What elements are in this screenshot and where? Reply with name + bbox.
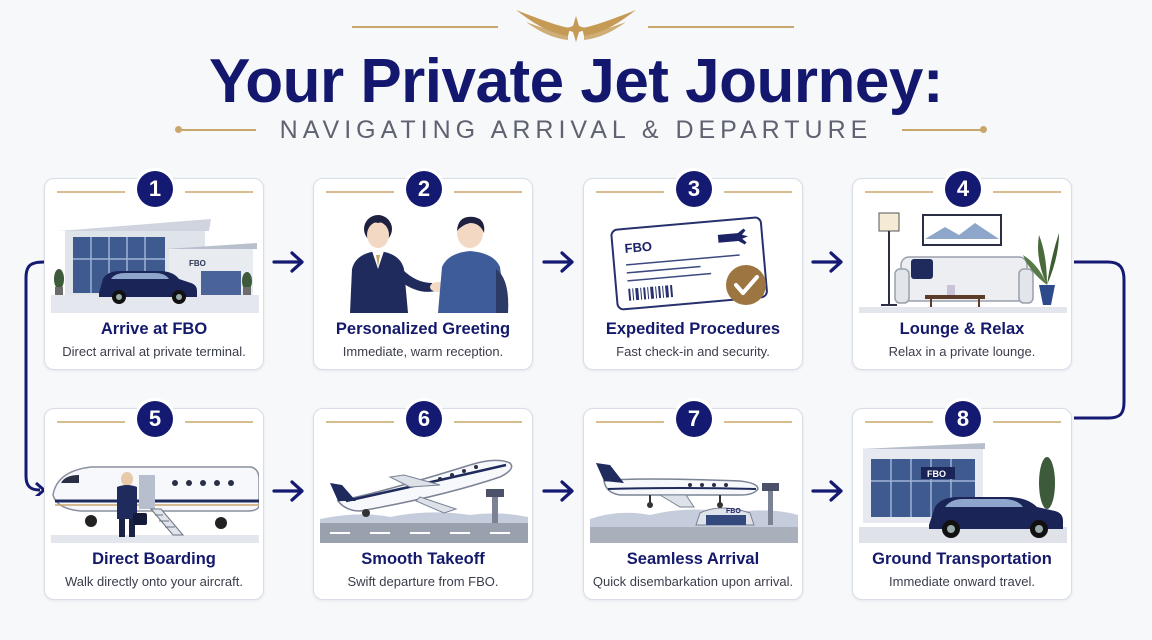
step-card-8: 8 FBO Ground Transportation Immediate on… [852, 401, 1072, 600]
arrow-right-icon [542, 480, 574, 502]
step-title: Lounge & Relax [899, 320, 1025, 338]
card-top-line [865, 421, 933, 423]
card-top-line [596, 421, 664, 423]
step-title: Smooth Takeoff [361, 550, 485, 568]
step-description: Quick disembarkation upon arrival. [592, 574, 794, 589]
step-number-badge: 6 [406, 401, 442, 437]
greeting-people-icon [350, 215, 509, 313]
boarding-pass-fbo: FBO [624, 239, 653, 256]
subtitle-line-left [180, 129, 256, 131]
arrow-right-icon [272, 251, 304, 273]
step-title: Expedited Procedures [605, 320, 781, 338]
step-card-2: 2 Personalized Greeting Immediate, warm … [313, 171, 533, 370]
step-card-4: 4 Lounge & Relax Relax in a private loun… [852, 171, 1072, 370]
boarding-pass-check-icon: FBO [610, 216, 768, 311]
card-top-line [993, 191, 1061, 193]
jet-landing-icon: FBO [590, 463, 798, 543]
jet-boarding-icon [51, 466, 259, 543]
step-description: Fast check-in and security. [616, 344, 770, 359]
card-top-line [993, 421, 1061, 423]
arrival-fbo-sign: FBO [726, 508, 741, 515]
arrow-right-icon [272, 480, 304, 502]
step-number-badge: 2 [406, 171, 442, 207]
emblem-line-left [352, 26, 498, 28]
step-number-badge: 7 [676, 401, 712, 437]
lounge-sofa-icon [859, 212, 1067, 313]
subtitle-dot-left [175, 126, 182, 133]
card-top-line [185, 421, 253, 423]
arrow-right-icon [811, 480, 843, 502]
step-title: Ground Transportation [872, 550, 1052, 568]
arrow-right-icon [811, 251, 843, 273]
step-description: Relax in a private lounge. [888, 344, 1036, 359]
card-top-line [724, 421, 792, 423]
subtitle-row: NAVIGATING ARRIVAL & DEPARTURE [0, 114, 1152, 146]
card-top-line [57, 421, 125, 423]
step-title: Seamless Arrival [626, 550, 760, 568]
card-top-line [326, 421, 394, 423]
step-title: Direct Boarding [92, 550, 216, 568]
jet-takeoff-icon [320, 459, 528, 543]
card-top-line [724, 191, 792, 193]
step-card-1: 1 FBO Arrive at FBO Direct arrival at pr… [44, 171, 264, 370]
step-card-3: 3 FBO Expedited Procedures Fast check-in… [583, 171, 803, 370]
step-number-badge: 4 [945, 171, 981, 207]
step-card-6: 6 Smooth Takeoff Swift departure from FB… [313, 401, 533, 600]
step-number-badge: 5 [137, 401, 173, 437]
step-description: Direct arrival at private terminal. [62, 344, 246, 359]
card-top-line [454, 191, 522, 193]
car-terminal-icon: FBO [859, 443, 1067, 543]
subtitle-line-right [902, 129, 982, 131]
card-top-line [185, 191, 253, 193]
header-emblem [0, 6, 1152, 46]
step-description: Swift departure from FBO. [347, 574, 499, 589]
subtitle-dot-right [980, 126, 987, 133]
step-card-5: 5 Direct Boarding Walk directly onto you… [44, 401, 264, 600]
page-title: Your Private Jet Journey: [208, 47, 944, 116]
step-description: Walk directly onto your aircraft. [65, 574, 243, 589]
step-card-7: 7 FBO Seamless Arrival Quick disembarkat… [583, 401, 803, 600]
fbo-sign: FBO [189, 259, 206, 268]
wings-star-icon [516, 10, 636, 42]
connector-left [24, 260, 46, 496]
terminal-car-icon: FBO [51, 219, 259, 313]
card-top-line [865, 191, 933, 193]
arrow-right-icon [542, 251, 574, 273]
card-top-line [454, 421, 522, 423]
card-top-line [326, 191, 394, 193]
page-subtitle: NAVIGATING ARRIVAL & DEPARTURE [279, 116, 873, 144]
step-number-badge: 3 [676, 171, 712, 207]
connector-right [1074, 260, 1126, 420]
step-number-badge: 1 [137, 171, 173, 207]
step-number-badge: 8 [945, 401, 981, 437]
terminal-fbo-sign: FBO [927, 469, 946, 479]
step-description: Immediate, warm reception. [342, 344, 504, 359]
card-top-line [57, 191, 125, 193]
step-title: Arrive at FBO [100, 320, 208, 338]
step-description: Immediate onward travel. [889, 574, 1035, 589]
card-top-line [596, 191, 664, 193]
emblem-line-right [648, 26, 794, 28]
step-title: Personalized Greeting [335, 320, 511, 338]
